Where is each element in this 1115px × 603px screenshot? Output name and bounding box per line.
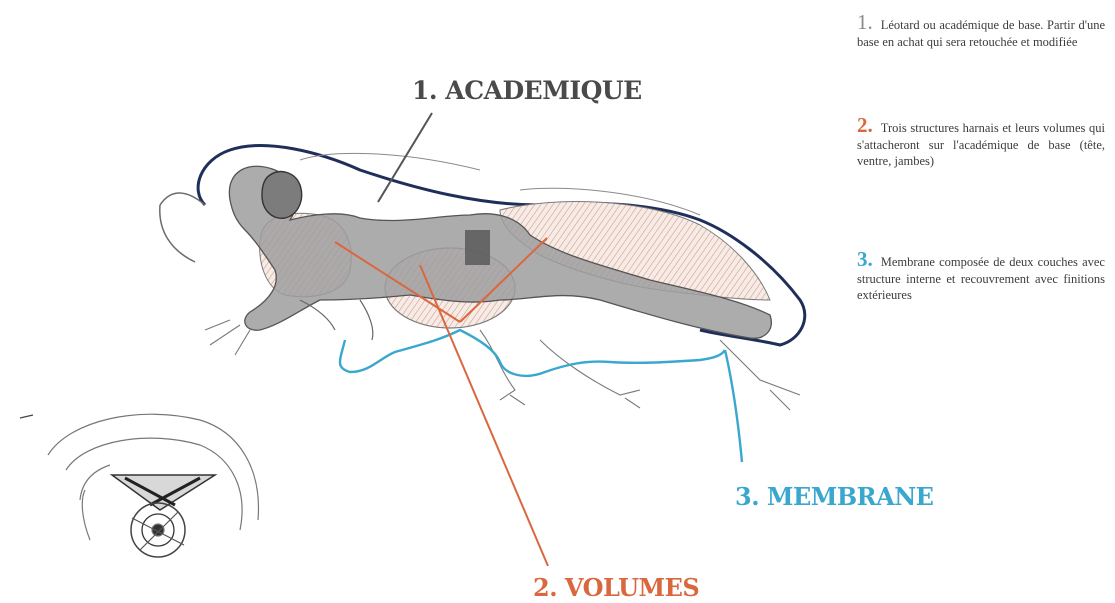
head-detail-sketch: [20, 414, 258, 557]
leader-lines: [335, 113, 548, 566]
label-academique: 1. ACADEMIQUE: [412, 76, 642, 105]
membrane-outline: [340, 330, 742, 462]
note-number: 1.: [857, 10, 873, 34]
note-volumes: 2.Trois structures harnais et leurs volu…: [857, 117, 1105, 170]
note-text: Membrane composée de deux couches avec s…: [857, 255, 1105, 302]
note-text: Trois structures harnais et leurs volume…: [857, 121, 1105, 168]
label-membrane: 3. MEMBRANE: [735, 482, 933, 511]
note-academique: 1.Léotard ou académique de base. Partir …: [857, 14, 1105, 50]
label-volumes: 2. VOLUMES: [533, 573, 699, 602]
note-text: Léotard ou académique de base. Partir d'…: [857, 18, 1105, 49]
note-number: 3.: [857, 247, 873, 271]
note-number: 2.: [857, 113, 873, 137]
note-membrane: 3.Membrane composée de deux couches avec…: [857, 251, 1105, 304]
